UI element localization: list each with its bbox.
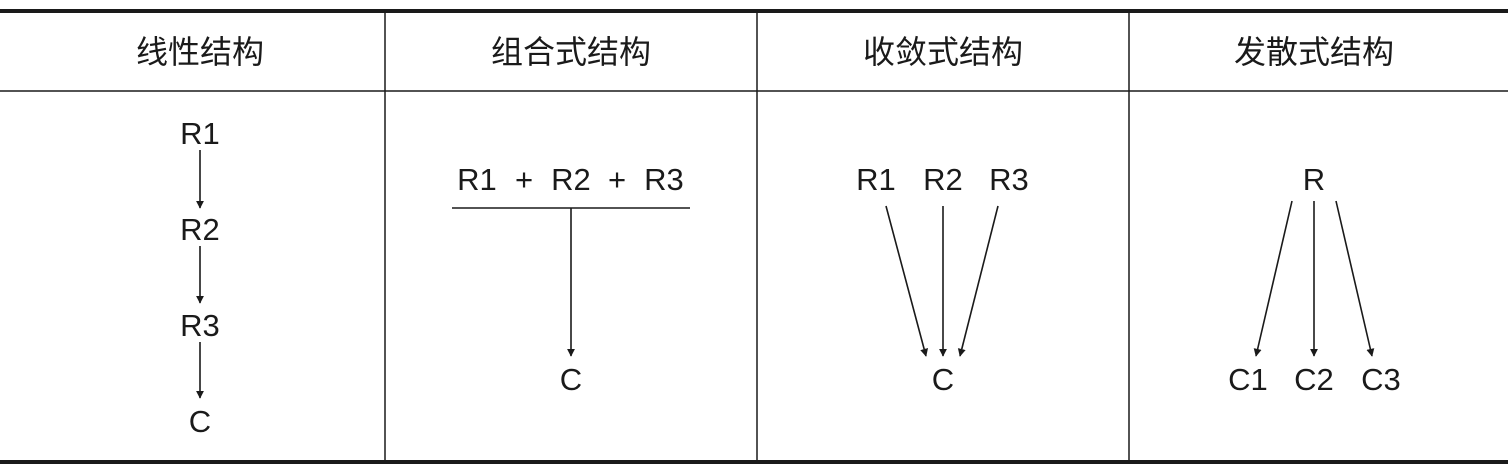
divergent-arrow-1 bbox=[1253, 200, 1293, 357]
header-combined: 组合式结构 bbox=[491, 33, 651, 71]
divergent-structure-diagram: R C1 C2 C3 bbox=[1228, 162, 1401, 397]
convergent-source-r3: R3 bbox=[989, 162, 1029, 197]
divergent-target-c3: C3 bbox=[1361, 362, 1401, 397]
convergent-arrow-1 bbox=[885, 205, 929, 357]
convergent-target-c: C bbox=[932, 362, 954, 397]
header-linear: 线性结构 bbox=[136, 33, 264, 71]
divergent-target-c2: C2 bbox=[1294, 362, 1334, 397]
linear-node-r2: R2 bbox=[180, 212, 220, 247]
combined-source-r2: R2 bbox=[551, 162, 591, 197]
header-divergent: 发散式结构 bbox=[1234, 33, 1394, 71]
convergent-source-r1: R1 bbox=[856, 162, 896, 197]
divergent-target-c1: C1 bbox=[1228, 362, 1268, 397]
combined-source-r1: R1 bbox=[457, 162, 497, 197]
combined-plus-1: + bbox=[515, 162, 533, 197]
header-convergent: 收敛式结构 bbox=[863, 33, 1023, 71]
convergent-arrow-3 bbox=[957, 205, 999, 357]
linear-node-r3: R3 bbox=[180, 308, 220, 343]
linear-structure-diagram: R1 R2 R3 C bbox=[180, 116, 220, 439]
divergent-arrow-3 bbox=[1335, 200, 1375, 357]
linear-node-r1: R1 bbox=[180, 116, 220, 151]
combined-plus-2: + bbox=[608, 162, 626, 197]
convergent-structure-diagram: R1 R2 R3 C bbox=[856, 162, 1029, 397]
combined-target-c: C bbox=[560, 362, 582, 397]
linear-node-c: C bbox=[189, 404, 211, 439]
combined-source-r3: R3 bbox=[644, 162, 684, 197]
combined-structure-diagram: R1 + R2 + R3 C bbox=[452, 162, 690, 397]
divergent-source-r: R bbox=[1303, 162, 1325, 197]
convergent-source-r2: R2 bbox=[923, 162, 963, 197]
